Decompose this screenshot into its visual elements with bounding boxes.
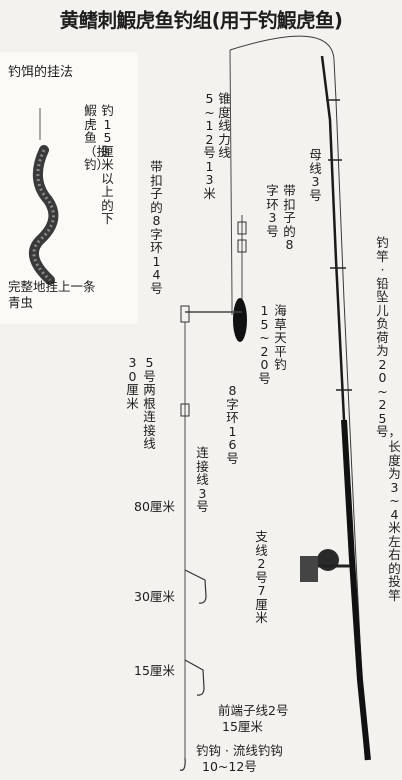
fish-hook-icon [179, 569, 207, 771]
hook-size: 10~12号 [202, 759, 257, 774]
swivel-16-label: 8字环16号 [226, 383, 239, 466]
distance-15: 15厘米 [134, 663, 175, 678]
hook-note-col2: 鰕虎鱼（投钓） [84, 103, 110, 172]
worm-note-line1: 完整地挂上一条 [8, 279, 96, 294]
rod-butt-section [341, 419, 371, 761]
connect-line-label: 连接线3号 [196, 445, 209, 514]
sinker-icon [233, 298, 247, 342]
main-line-label: 母线3号 [309, 147, 322, 203]
leader-length: 15厘米 [222, 719, 263, 734]
distance-80: 80厘米 [134, 499, 175, 514]
snap-swivel-icon [180, 305, 190, 323]
sinker-line-spec: 5~12号13米 [203, 91, 216, 201]
sinker-col2: 15~20号 [258, 303, 271, 386]
spinning-reel-icon [300, 549, 350, 582]
swivel-16-icon [180, 403, 190, 417]
rod-guides [326, 99, 352, 391]
page-title: 黄鳍刺鰕虎鱼钓组(用于钓鰕虎鱼) [59, 9, 343, 32]
distance-30: 30厘米 [134, 589, 175, 604]
worm-bait-icon [28, 108, 59, 285]
swivel-top-col1: 带扣子的8 [283, 183, 296, 252]
hook-note-col1: 钓15厘米以上的下 [101, 103, 114, 226]
swivel-top-col2: 字环3号 [266, 183, 279, 239]
swivel-icon [237, 221, 247, 253]
rod-label-col1: 钓竿 · 铅坠儿负荷为20~25号， [376, 235, 402, 439]
worm-note-line2: 青虫 [8, 295, 34, 310]
hook-label: 钓钩 · 流线钓钩 [196, 743, 283, 758]
rod-label-col2: 长度为3~4米左右的投竿 [388, 439, 401, 603]
leader-label: 前端子线2号 [218, 703, 289, 718]
bait-heading: 钓饵的挂法 [8, 65, 74, 80]
connector-col1: 5号两根连接线 [143, 355, 156, 451]
snap-swivel-label: 带扣子的8字环14号 [150, 159, 163, 296]
rod-line [229, 35, 367, 761]
sinker-line-label: 锥度线力线 [218, 91, 231, 160]
main-line [229, 49, 233, 315]
bait-panel [0, 52, 138, 324]
sinker-col1: 海草天平钓 [274, 303, 287, 372]
branch-label: 支线2号7厘米 [255, 529, 268, 625]
connector-col2: 30厘米 [126, 355, 139, 411]
